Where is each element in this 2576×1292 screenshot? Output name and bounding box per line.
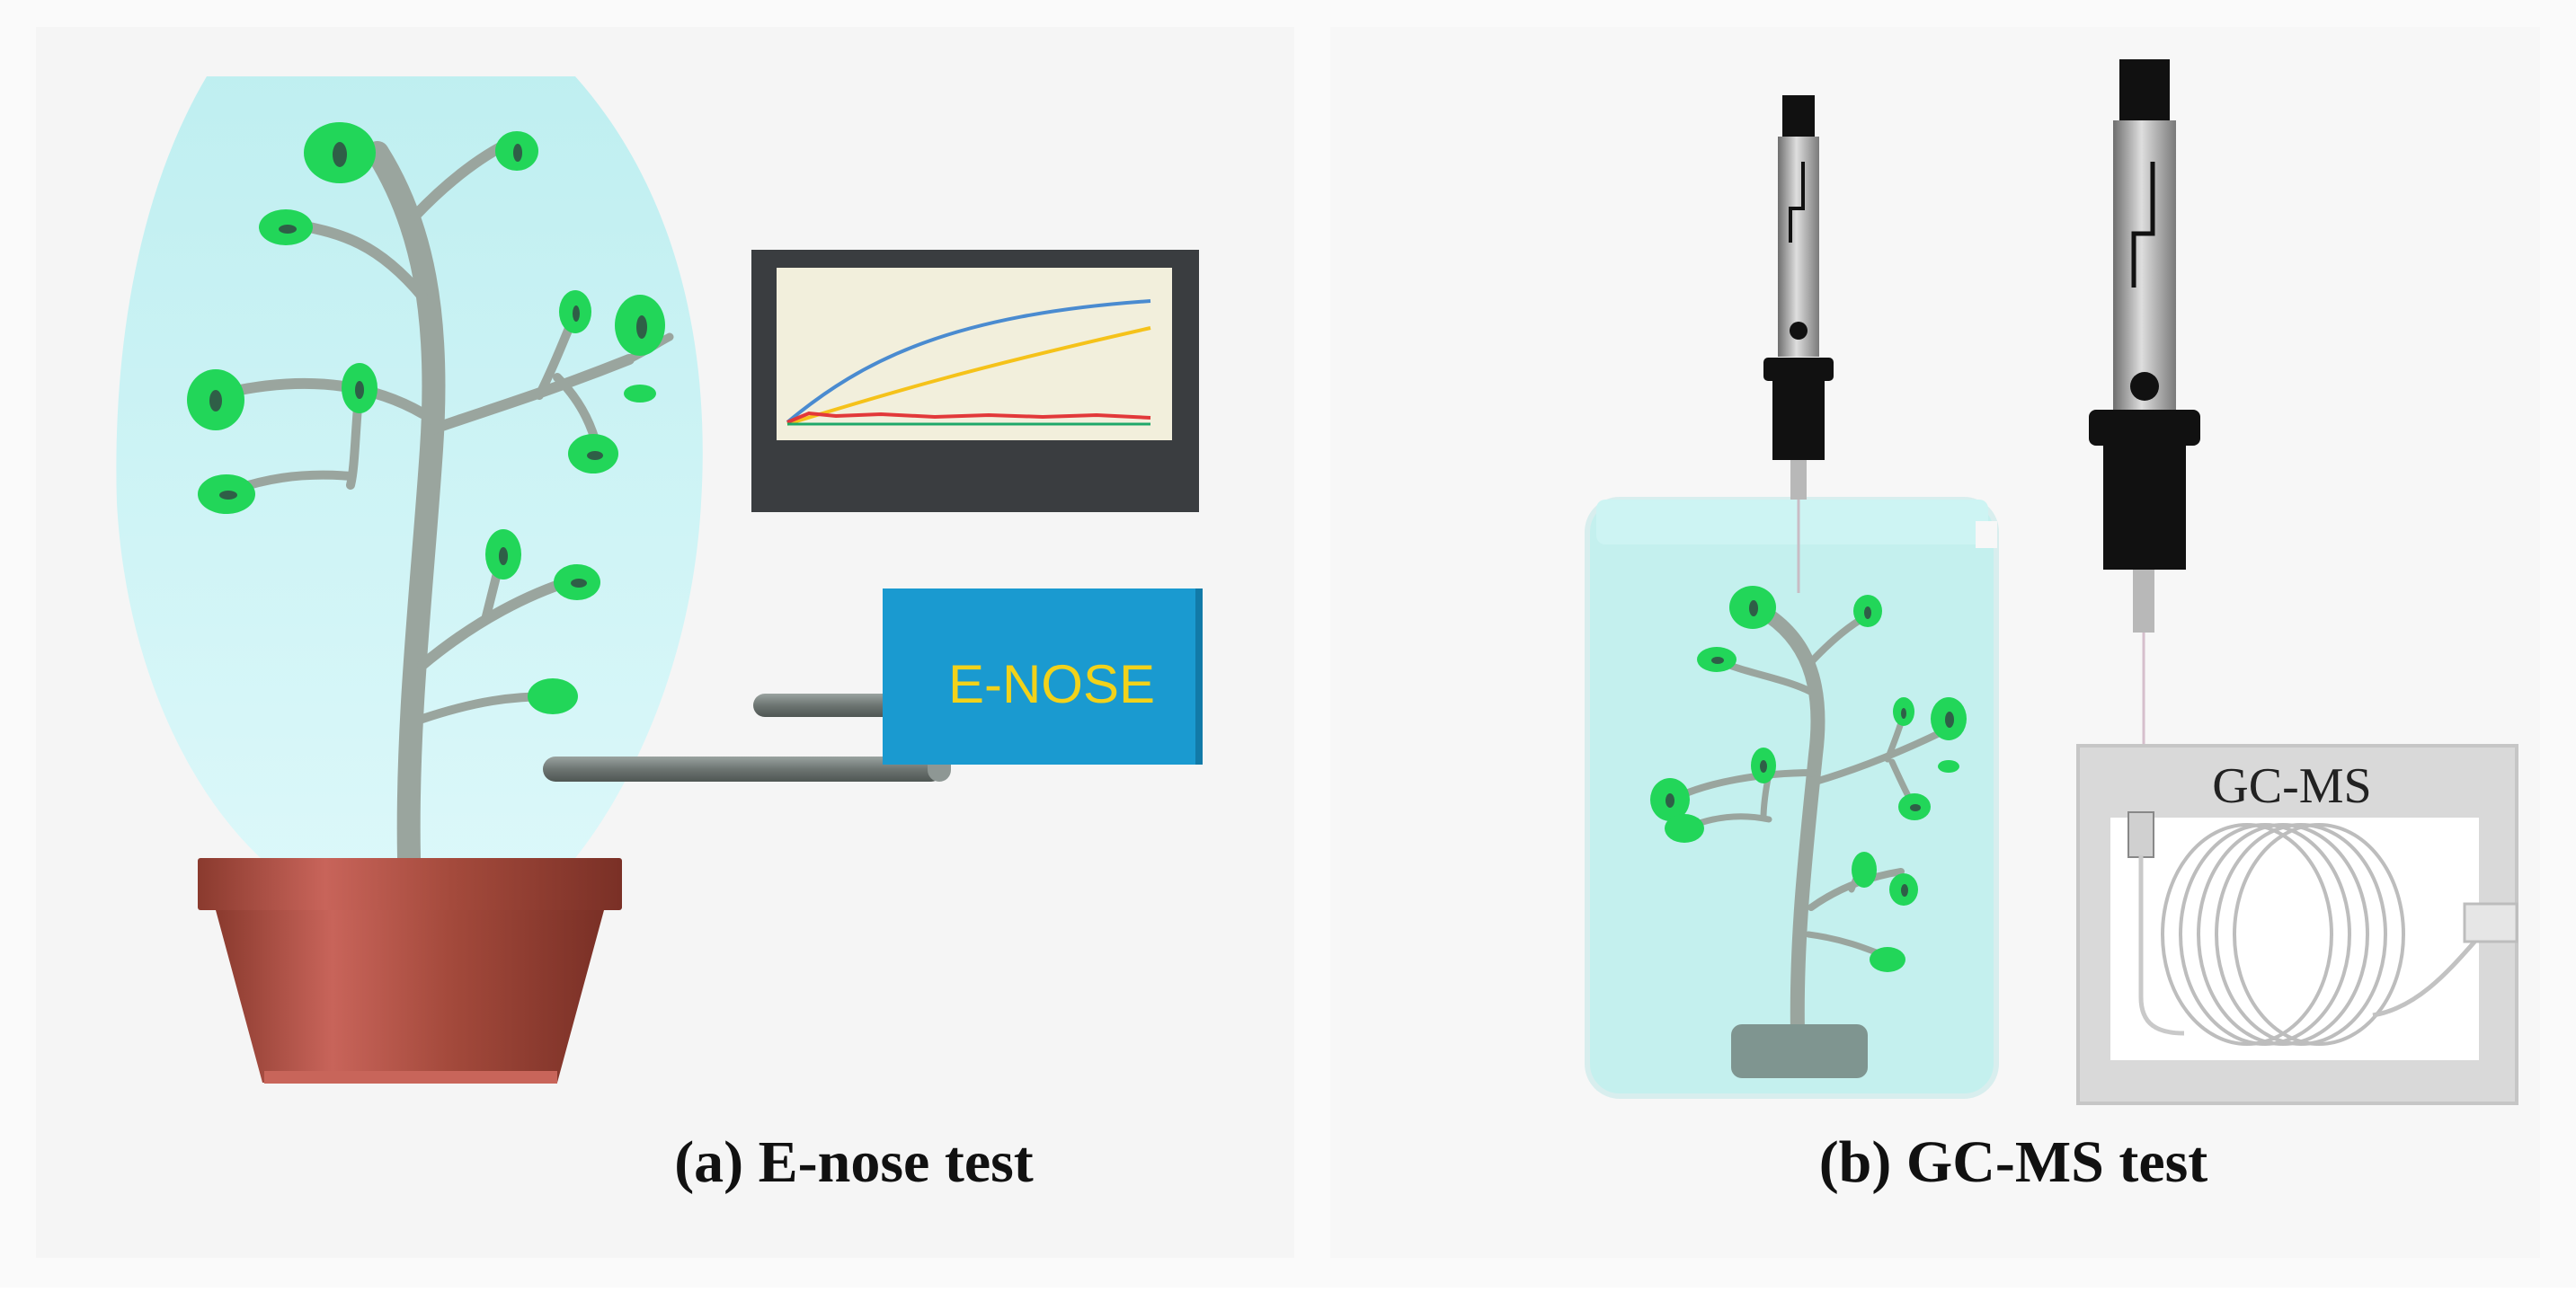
leaf-vein [333, 142, 347, 167]
leaf-vein [573, 305, 580, 322]
leaf-vein [219, 491, 237, 500]
coil-ring [2197, 823, 2369, 1046]
leaf-vein [355, 381, 364, 399]
trace-blue [786, 299, 1151, 424]
syringe-hole [2130, 372, 2159, 401]
syringe-grip [2103, 444, 2186, 570]
leaf-vein [1901, 884, 1908, 897]
syringe-slot [1789, 162, 1805, 243]
enose-device: E-NOSE [883, 588, 1203, 765]
leaf-vein [1910, 804, 1921, 811]
syringe-tip [2133, 570, 2154, 633]
syringe-tip [1790, 460, 1807, 500]
gcms-device: GC-MS [2076, 744, 2518, 1105]
syringe-slot [2131, 162, 2155, 288]
leaves-b [1650, 586, 1967, 972]
plant-base-block [1731, 1024, 1868, 1078]
syringe-collar [1763, 358, 1834, 381]
leaf [1665, 814, 1704, 843]
syringe-collar [2089, 410, 2200, 446]
coil-ring [2161, 823, 2333, 1046]
trace-yellow [786, 326, 1151, 426]
syringe-barrel [2113, 120, 2176, 410]
pot-rim [198, 858, 622, 910]
enose-monitor [751, 250, 1199, 512]
syringe-grip [1772, 379, 1825, 460]
leaf-vein [1901, 708, 1906, 719]
monitor-screen [777, 268, 1172, 440]
leaf-vein [1711, 657, 1724, 664]
leaf [1852, 852, 1877, 888]
syringe-cap [2119, 59, 2170, 122]
syringe-jar [1763, 95, 1834, 593]
transfer-line [2138, 855, 2185, 1036]
leaf [624, 385, 656, 403]
syringe-barrel [1778, 137, 1819, 357]
glass-jar [1585, 497, 1999, 1099]
gcms-injector [2127, 811, 2154, 858]
gcms-detector-port [2463, 902, 2518, 943]
leaf [528, 678, 578, 714]
caption-panel-a: (a) E-nose test [674, 1129, 1034, 1195]
gc-column-coil [2161, 823, 2405, 1046]
coil-ring [2179, 823, 2351, 1046]
coil-ring [2233, 823, 2405, 1046]
leaf-vein [499, 547, 508, 565]
leaf-vein [209, 390, 222, 411]
flower-pot [198, 858, 622, 1084]
leaf-vein [636, 315, 647, 339]
pot-base [264, 1071, 557, 1084]
panel-a: E-NOSE [116, 76, 1203, 1084]
syringe-cap [1782, 95, 1815, 138]
leaf [1938, 760, 1959, 773]
pipe-lower [543, 757, 944, 782]
jar-notch [1976, 521, 1997, 548]
leaves-a [187, 122, 665, 714]
main-stem [366, 141, 446, 870]
branch [422, 354, 635, 437]
pot-body [216, 910, 604, 1083]
leaf-vein [1666, 793, 1674, 808]
leaf-vein [571, 579, 587, 588]
trace-red [786, 411, 1151, 424]
leaf-vein [1945, 712, 1954, 728]
enose-box-shadow [1195, 588, 1203, 765]
leaf-vein [1864, 606, 1871, 619]
plant-dome [116, 76, 703, 858]
jar-neck [1596, 500, 1988, 544]
gcms-label: GC-MS [2212, 758, 2371, 814]
leaf-vein [587, 451, 603, 460]
leaf-vein [1749, 600, 1758, 616]
leaf [1870, 947, 1905, 972]
branch [1812, 724, 1954, 785]
syringe-hole [1790, 322, 1808, 340]
enose-label: E-NOSE [948, 654, 1155, 714]
caption-panel-b: (b) GC-MS test [1818, 1129, 2208, 1195]
enose-box [883, 588, 1203, 765]
gcms-chamber [2110, 818, 2479, 1060]
leaf-vein [279, 225, 297, 234]
coil-ring [2215, 823, 2387, 1046]
panel-b: GC-MS [1585, 59, 2518, 1105]
leaf-vein [1760, 760, 1767, 773]
leaf-vein [513, 144, 522, 162]
syringe-gcms [2089, 59, 2200, 746]
